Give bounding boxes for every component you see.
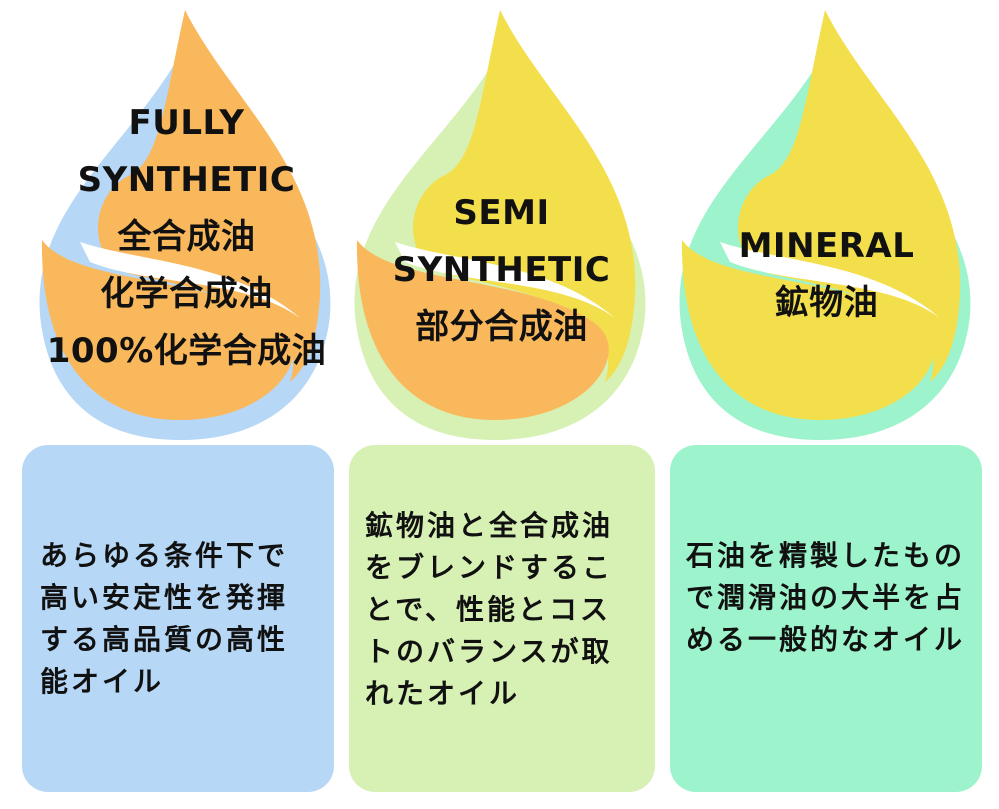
mineral-label: MINERAL 鉱物油 <box>660 218 993 332</box>
fully-synthetic-line-1: FULLY <box>128 103 245 143</box>
mineral-drop-icon <box>679 10 971 440</box>
fully-synthetic-drop-icon <box>39 10 331 440</box>
fully-synthetic-card: あらゆる条件下で高い安定性を発揮する高品質の高性能オイル <box>22 445 334 792</box>
semi-synthetic-drop: SEMI SYNTHETIC 部分合成油 <box>335 0 668 440</box>
mineral-card: 石油を精製したもので潤滑油の大半を占める一般的なオイル <box>670 445 982 792</box>
semi-synthetic-label: SEMI SYNTHETIC 部分合成油 <box>335 185 668 356</box>
fully-synthetic-description: あらゆる条件下で高い安定性を発揮する高品質の高性能オイル <box>40 538 289 698</box>
mineral-line-2: 鉱物油 <box>774 283 879 323</box>
fully-synthetic-line-4: 化学合成油 <box>100 274 273 314</box>
mineral-drop: MINERAL 鉱物油 <box>660 0 993 440</box>
fully-synthetic-line-2: SYNTHETIC <box>77 160 296 200</box>
semi-synthetic-line-2: SYNTHETIC <box>392 250 611 290</box>
semi-synthetic-line-1: SEMI <box>453 193 550 233</box>
semi-synthetic-line-3: 部分合成油 <box>415 307 588 347</box>
fully-synthetic-line-5: 100%化学合成油 <box>46 331 327 371</box>
semi-synthetic-card: 鉱物油と全合成油をブレンドすることで、性能とコストのバランスが取れたオイル <box>349 445 655 792</box>
mineral-line-1: MINERAL <box>738 226 915 266</box>
semi-synthetic-drop-icon <box>354 10 646 440</box>
mineral-description: 石油を精製したもので潤滑油の大半を占める一般的なオイル <box>686 539 966 656</box>
fully-synthetic-line-3: 全合成油 <box>117 217 256 257</box>
semi-synthetic-description: 鉱物油と全合成油をブレンドすることで、性能とコストのバランスが取れたオイル <box>365 509 614 710</box>
fully-synthetic-label: FULLY SYNTHETIC 全合成油 化学合成油 100%化学合成油 <box>20 95 353 380</box>
fully-synthetic-drop: FULLY SYNTHETIC 全合成油 化学合成油 100%化学合成油 <box>20 0 353 440</box>
